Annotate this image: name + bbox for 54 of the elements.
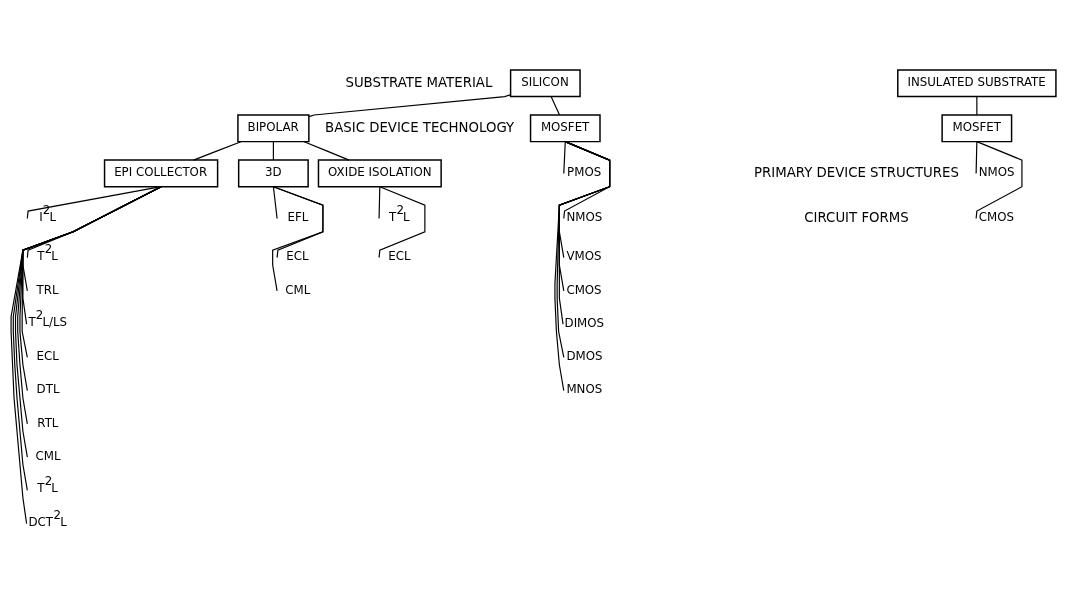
node-text: EFL (287, 209, 309, 224)
connector (378, 185, 381, 219)
node-box: BIPOLAR (237, 113, 310, 142)
connector (550, 95, 561, 115)
node-box: OXIDE ISOLATION (317, 158, 442, 187)
connector (192, 140, 242, 161)
node-box: EPI COLLECTOR (103, 158, 219, 187)
node-text: DMOS (566, 348, 603, 363)
connector (975, 140, 978, 174)
node-text: CML (285, 282, 311, 297)
node-text: NMOS (978, 164, 1015, 179)
node-text: CMOS (978, 209, 1014, 224)
connector (558, 140, 611, 258)
node-text: CMOS (566, 282, 602, 297)
node-text: ECL (388, 248, 411, 263)
node-text: DTL (36, 381, 60, 396)
connector (563, 140, 566, 174)
label: SUBSTRATE MATERIAL (345, 74, 493, 90)
connector (272, 185, 324, 291)
connector (22, 185, 162, 325)
node-text: ECL (286, 248, 309, 263)
label: PRIMARY DEVICE STRUCTURES (754, 164, 959, 180)
node-box: SILICON (509, 68, 581, 97)
node-text: CML (35, 448, 61, 463)
node-text: ECL (36, 348, 59, 363)
connector (272, 185, 278, 219)
node-text: TRL (36, 282, 59, 297)
connector (22, 185, 162, 291)
connector (558, 140, 611, 291)
connector (975, 140, 1023, 219)
connector (303, 140, 350, 161)
label: CIRCUIT FORMS (804, 209, 909, 225)
connector (26, 185, 162, 258)
node-text: VMOS (566, 248, 602, 263)
connector (26, 185, 162, 219)
node-box: 3D (237, 158, 309, 187)
connector (558, 140, 611, 325)
node-text: RTL (37, 415, 59, 430)
connector (554, 140, 611, 391)
label: BASIC DEVICE TECHNOLOGY (325, 119, 515, 135)
node-text: NMOS (566, 209, 603, 224)
node-text: MNOS (566, 381, 603, 396)
node-box: INSULATED SUBSTRATE (897, 68, 1057, 97)
connector (563, 140, 611, 219)
node-box: MOSFET (529, 113, 601, 142)
node-text: PMOS (567, 164, 602, 179)
connector (378, 185, 426, 258)
node-box: MOSFET (941, 113, 1013, 142)
connector (976, 95, 978, 115)
connector (556, 140, 611, 358)
connector (272, 140, 274, 160)
node-text: DIMOS (564, 315, 605, 330)
connector (308, 93, 511, 117)
connector (21, 185, 162, 358)
